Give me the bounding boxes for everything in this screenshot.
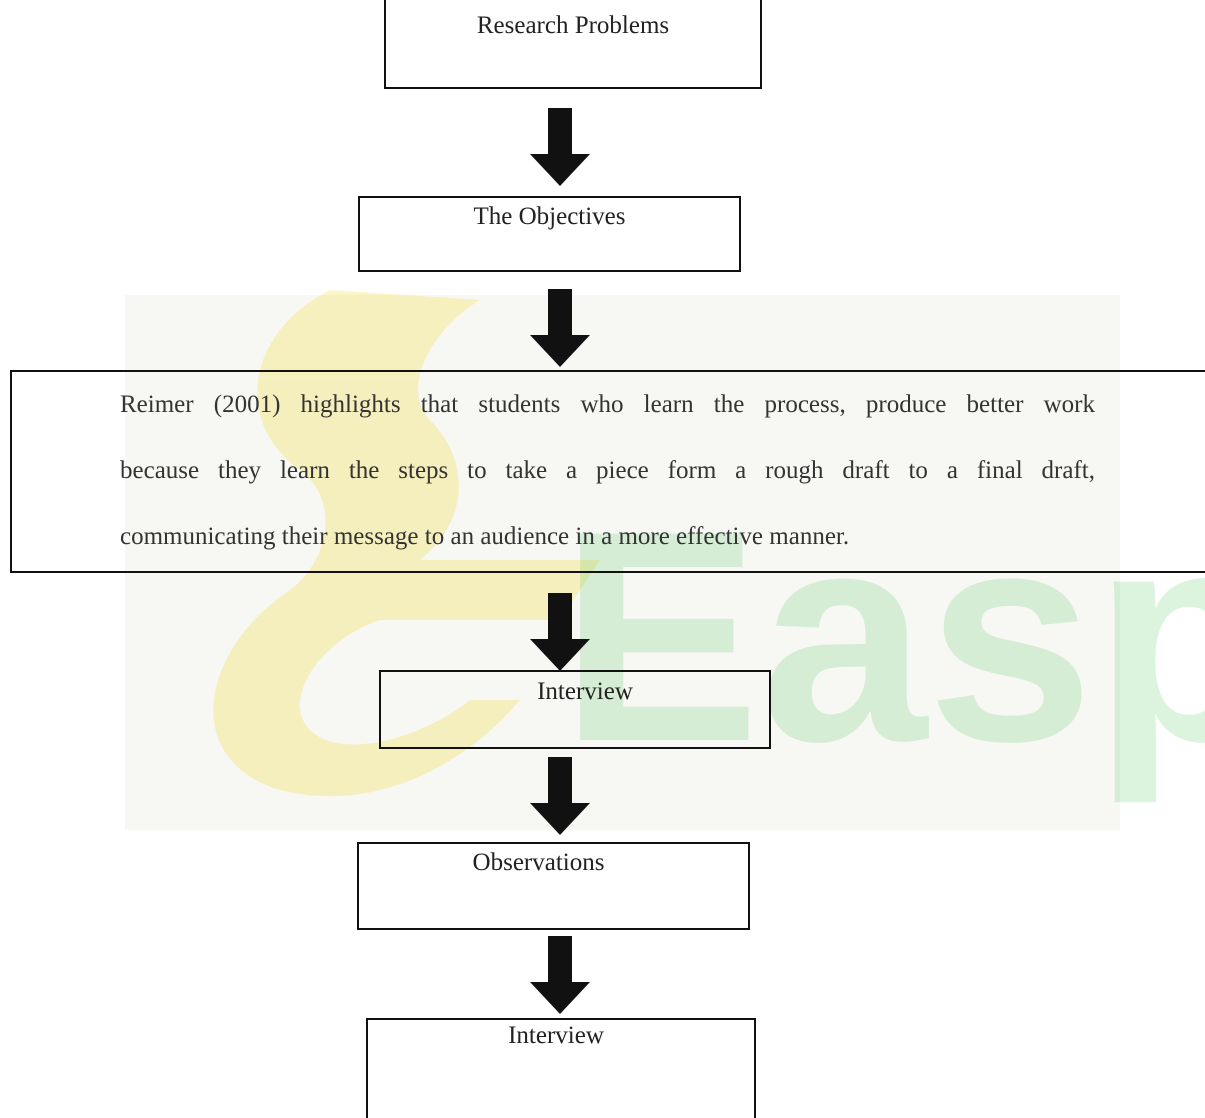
watermark-text: Easp xyxy=(560,468,1205,806)
step-label: Observations xyxy=(472,849,605,876)
step-label: Interview xyxy=(508,1022,604,1049)
step-label: The Objectives xyxy=(473,203,626,230)
watermark-panel xyxy=(125,295,1120,830)
down-arrow-icon xyxy=(530,289,590,367)
step-label: Interview xyxy=(537,678,633,705)
quote-line: communicating their message to an audien… xyxy=(120,523,850,550)
step-observations: Observations xyxy=(357,842,750,930)
step-interview-final: Interview xyxy=(366,1018,756,1118)
step-research-problems: Research Problems xyxy=(384,0,762,89)
step-label: Research Problems xyxy=(476,12,670,39)
quote-text: Reimer (2001) highlights that students w… xyxy=(120,372,1095,570)
down-arrow-icon xyxy=(530,936,590,1014)
step-interview: Interview xyxy=(379,670,771,749)
down-arrow-icon xyxy=(530,757,590,835)
quote-line: Reimer (2001) highlights that students w… xyxy=(120,391,1095,418)
watermark-e-shape xyxy=(213,290,600,797)
quote-line: because they learn the steps to take a p… xyxy=(120,457,1095,484)
down-arrow-icon xyxy=(530,593,590,671)
step-the-objectives: The Objectives xyxy=(358,196,741,272)
quote-box: Reimer (2001) highlights that students w… xyxy=(10,370,1205,573)
down-arrow-icon xyxy=(530,108,590,186)
